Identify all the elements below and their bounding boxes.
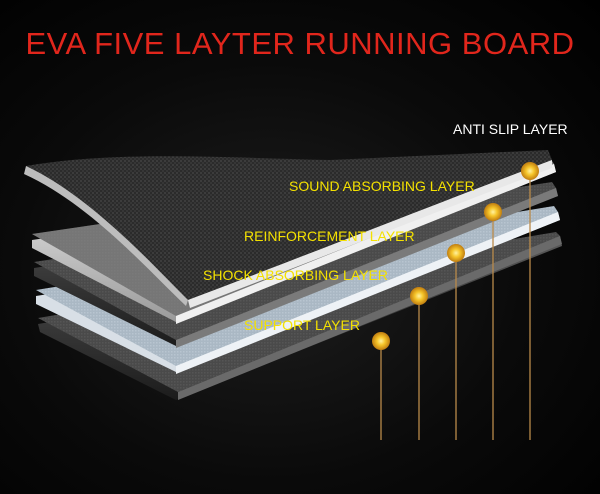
diagram-title: EVA FIVE LAYTER RUNNING BOARD [25,26,575,61]
layer-markers [372,162,539,350]
marker-dot-anti-slip [521,162,539,180]
marker-dot-sound-absorbing [484,203,502,221]
marker-dot-shock-absorbing [410,287,428,305]
label-support-layer: SUPPORT LAYER [244,317,360,333]
label-reinforcement-layer: REINFORCEMENT LAYER [244,228,415,244]
anti-slip-layer-board [24,150,552,308]
marker-dot-support [372,332,390,350]
label-shock-absorbing-layer: SHOCK ABSORBING LAYER [203,267,388,283]
label-sound-absorbing-layer: SOUND ABSORBING LAYER [289,178,475,194]
leader-lines [380,172,531,440]
marker-dot-reinforcement [447,244,465,262]
label-anti-slip-layer: ANTI SLIP LAYER [453,121,568,137]
